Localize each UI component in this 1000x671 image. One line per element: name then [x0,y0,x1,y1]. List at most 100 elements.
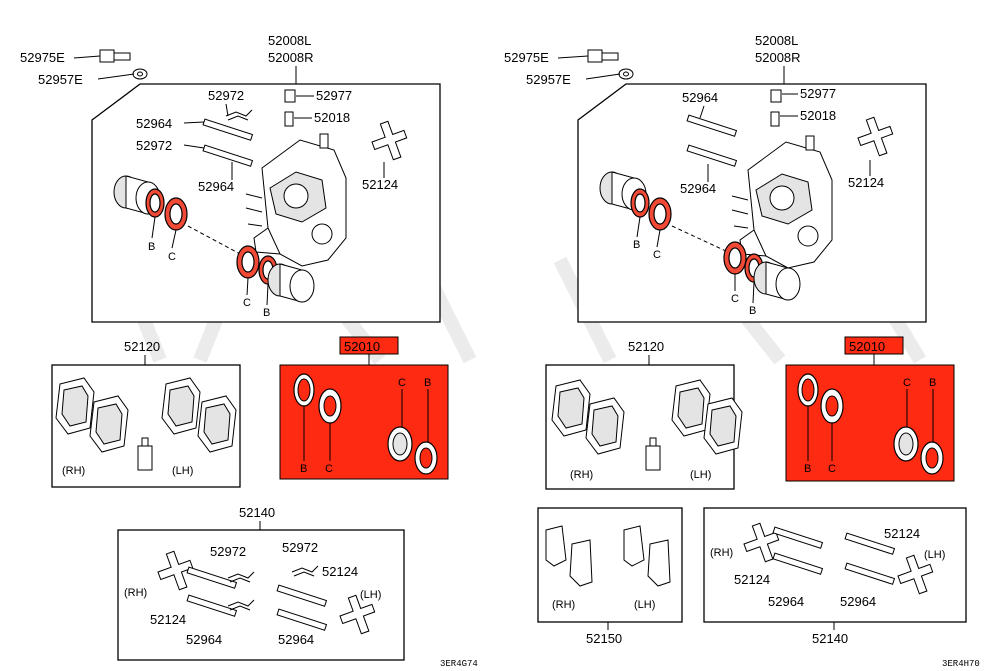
label-kit[interactable]: 52010 [849,339,885,354]
label-seal-b2[interactable]: B [749,305,756,317]
label-kit-c1[interactable]: C [828,463,836,475]
pad-part-2[interactable] [585,397,625,455]
label-bleeder[interactable]: 52018 [314,110,350,125]
label-hw-clip1[interactable]: 52964 [768,594,804,609]
label-pads-lh[interactable]: (LH) [690,469,711,481]
pad-part-2[interactable] [89,395,129,453]
label-kit-c1[interactable]: C [325,463,333,475]
bleeder-part[interactable] [284,111,294,127]
label-washer[interactable]: 52957E [38,72,83,87]
kit-seal-c2[interactable] [387,426,413,462]
label-hw-lh[interactable]: (LH) [360,589,381,601]
label-hw-spring-r[interactable]: 52124 [734,572,770,587]
label-shim-lh[interactable]: (LH) [634,599,655,611]
label-kit-b1[interactable]: B [804,463,811,475]
washer-part[interactable] [132,68,148,80]
seal-c2-part[interactable] [723,241,747,275]
pad-part-4[interactable] [703,397,743,455]
label-seal-c[interactable]: C [653,249,661,261]
seal-c-part[interactable] [648,197,672,231]
label-kit[interactable]: 52010 [344,339,380,354]
label-pads-rh[interactable]: (RH) [570,469,593,481]
label-pads-lh[interactable]: (LH) [172,465,193,477]
label-hw-pin2[interactable]: 52972 [282,540,318,555]
pad-part-4[interactable] [197,395,237,453]
seal-b-part[interactable] [145,188,165,218]
label-hw-rh[interactable]: (RH) [124,587,147,599]
diagram-code: 3ER4H70 [942,659,980,669]
label-bleeder-cap[interactable]: 52977 [316,88,352,103]
label-hw[interactable]: 52140 [812,631,848,646]
seal-c-part[interactable] [164,197,188,231]
label-kit-c2[interactable]: C [903,377,911,389]
label-shim-rh[interactable]: (RH) [552,599,575,611]
label-pin-a[interactable]: 52972 [208,88,244,103]
label-pin-b[interactable]: 52972 [136,138,172,153]
kit-seal-c1[interactable] [318,388,342,424]
seal-c2-part[interactable] [236,245,260,279]
label-hw-lh[interactable]: (LH) [924,549,945,561]
label-hw[interactable]: 52140 [239,505,275,520]
label-pads[interactable]: 52120 [124,339,160,354]
label-kit-c2[interactable]: C [398,377,406,389]
bolt-part[interactable] [587,49,619,63]
wear-sensor[interactable] [645,437,661,471]
diagram-code: 3ER4G74 [440,659,478,669]
seal-b-part[interactable] [630,188,650,218]
kit-seal-c1[interactable] [820,388,844,424]
washer-part[interactable] [618,68,634,80]
label-clip-a[interactable]: 52964 [682,90,718,105]
label-hw-pin1[interactable]: 52972 [210,544,246,559]
label-seal-c[interactable]: C [168,251,176,263]
kit-seal-b2[interactable] [414,441,438,475]
pad-part-3[interactable] [161,377,201,435]
label-bleeder-cap[interactable]: 52977 [800,86,836,101]
label-hw-clip1[interactable]: 52964 [186,632,222,647]
label-shim[interactable]: 52150 [586,631,622,646]
pad-part-1[interactable] [551,379,591,437]
bleeder-part[interactable] [770,111,780,127]
bleeder-cap-part[interactable] [770,89,782,103]
label-kit-b2[interactable]: B [424,377,431,389]
bolt-part[interactable] [99,49,131,63]
label-kit-b1[interactable]: B [300,463,307,475]
label-spring[interactable]: 52124 [362,177,398,192]
label-seal-c2[interactable]: C [731,293,739,305]
label-pads-rh[interactable]: (RH) [62,465,85,477]
label-kit-b2[interactable]: B [929,377,936,389]
label-caliper-r[interactable]: 52008R [268,50,314,65]
kit-seal-b1[interactable] [797,373,819,407]
label-hw-clip2[interactable]: 52964 [840,594,876,609]
shim-part-2[interactable] [623,525,671,587]
label-caliper-r[interactable]: 52008R [755,50,801,65]
label-bolt[interactable]: 52975E [504,50,549,65]
bleeder-cap-part[interactable] [284,89,296,103]
kit-seal-c2[interactable] [893,426,919,462]
label-seal-b[interactable]: B [633,239,640,251]
kit-seal-b2[interactable] [920,441,944,475]
label-hw-rh[interactable]: (RH) [710,547,733,559]
kit-seal-b1[interactable] [293,373,315,407]
label-pads[interactable]: 52120 [628,339,664,354]
label-caliper-l[interactable]: 52008L [268,33,311,48]
label-caliper-l[interactable]: 52008L [755,33,798,48]
label-clip-b[interactable]: 52964 [198,179,234,194]
label-hw-clip2[interactable]: 52964 [278,632,314,647]
label-bolt[interactable]: 52975E [20,50,65,65]
wear-sensor[interactable] [137,437,153,471]
label-hw-spring-l[interactable]: 52124 [884,526,920,541]
label-hw-spring-r[interactable]: 52124 [322,564,358,579]
label-clip-b[interactable]: 52964 [680,181,716,196]
label-washer[interactable]: 52957E [526,72,571,87]
label-seal-b[interactable]: B [148,241,155,253]
label-bleeder[interactable]: 52018 [800,108,836,123]
label-clip-a[interactable]: 52964 [136,116,172,131]
label-spring[interactable]: 52124 [848,175,884,190]
label-hw-spring-l[interactable]: 52124 [150,612,186,627]
label-seal-b2[interactable]: B [263,307,270,319]
pad-part-3[interactable] [671,379,711,437]
shim-part-1[interactable] [545,525,593,587]
label-seal-c2[interactable]: C [243,297,251,309]
pad-part-1[interactable] [55,377,95,435]
